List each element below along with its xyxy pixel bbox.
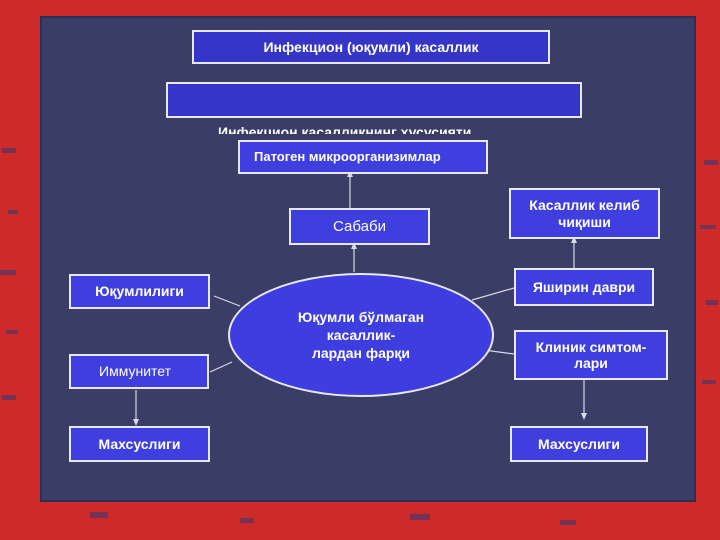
title-banner: Инфекцион (юқумли) касаллик [192,30,550,64]
arrowhead-specificity-right [581,413,587,420]
connector-center-contagiousness [213,295,241,307]
center-line-1: Юқумли бўлмаган [297,308,425,325]
arrowhead-specificity-left [133,419,139,426]
node-cause: Сабаби [289,208,430,245]
node-specificity-right: Махсуслиги [510,426,648,462]
title-text: Инфекцион (юқумли) касаллик [263,38,479,55]
node-clinical-symptoms: Клиник симтом- лари [514,330,668,380]
blank-banner [166,82,582,118]
arrowhead-cause [351,242,357,249]
node-incubation-period: Яширин даври [514,268,654,306]
center-line-2: касаллик- [326,326,396,343]
node-contagiousness: Юқумлилиги [69,274,210,309]
arrowhead-onset [571,236,577,243]
node-specificity-left: Махсуслиги [69,426,210,462]
node-immunity: Иммунитет [69,354,209,389]
node-disease-onset: Касаллик келиб чиқиши [509,188,660,239]
node-pathogen: Патоген микроорганизимлар [238,140,488,174]
center-ellipse: Юқумли бўлмаган касаллик- лардан фарқи [228,273,494,397]
center-line-3: лардан фарқи [311,345,411,362]
connector-center-immunity [209,361,233,373]
connector-center-incubation [471,287,515,301]
subtitle-caption: Инфекцион касалликнинг хусусияти [218,124,472,134]
